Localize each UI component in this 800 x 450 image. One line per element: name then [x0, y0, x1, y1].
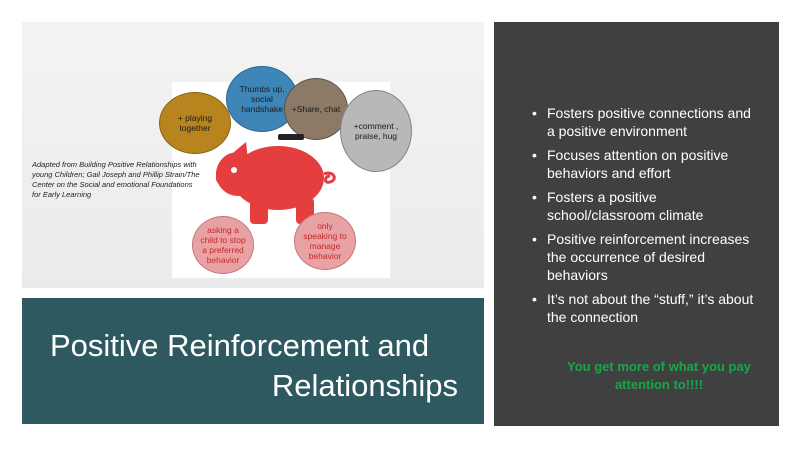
bullet-item: • It’s not about the “stuff,” it’s about … — [532, 290, 762, 326]
bullet-text: Fosters a positive school/classroom clim… — [547, 189, 704, 223]
bullet-text: It’s not about the “stuff,” it’s about t… — [547, 291, 754, 325]
bullet-dot-icon: • — [532, 147, 537, 163]
bullet-list: • Fosters positive connections and a posi… — [532, 104, 762, 332]
bullet-dot-icon: • — [532, 231, 537, 247]
bullet-item: • Positive reinforcement increases the oc… — [532, 230, 762, 284]
bubble-thumbs-up: Thumbs up, social handshake — [226, 66, 298, 132]
bullet-text: Focuses attention on positive behaviors … — [547, 147, 729, 181]
bubble-asking-child-to-stop: asking a child to stop a preferred behav… — [192, 216, 254, 274]
illustration-panel: Adapted from Building Positive Relations… — [22, 22, 484, 288]
bullet-dot-icon: • — [532, 105, 537, 121]
title-line-2: Relationships — [271, 368, 458, 403]
bubble-comment-praise: +comment , praise, hug — [340, 90, 412, 172]
bullet-item: • Fosters positive connections and a posi… — [532, 104, 762, 140]
bubble-playing-together: + playing together — [159, 92, 231, 154]
title-panel: Positive Reinforcement and Relationships — [22, 298, 484, 424]
bullet-dot-icon: • — [532, 189, 537, 205]
bullet-item: • Fosters a positive school/classroom cli… — [532, 188, 762, 224]
bullet-text: Fosters positive connections and a posit… — [547, 105, 751, 139]
title-line-1: Positive Reinforcement and — [50, 328, 430, 363]
bubble-only-speaking: only speaking to manage behavior — [294, 212, 356, 270]
bullet-dot-icon: • — [532, 291, 537, 307]
bubble-share-chat: +Share, chat — [284, 78, 348, 140]
bullet-text: Positive reinforcement increases the occ… — [547, 231, 750, 283]
citation-text: Adapted from Building Positive Relations… — [32, 160, 200, 199]
highlight-quote: You get more of what you pay attention t… — [567, 359, 751, 392]
bullet-item: • Focuses attention on positive behaviors… — [532, 146, 762, 182]
bullets-panel: • Fosters positive connections and a posi… — [494, 22, 779, 426]
